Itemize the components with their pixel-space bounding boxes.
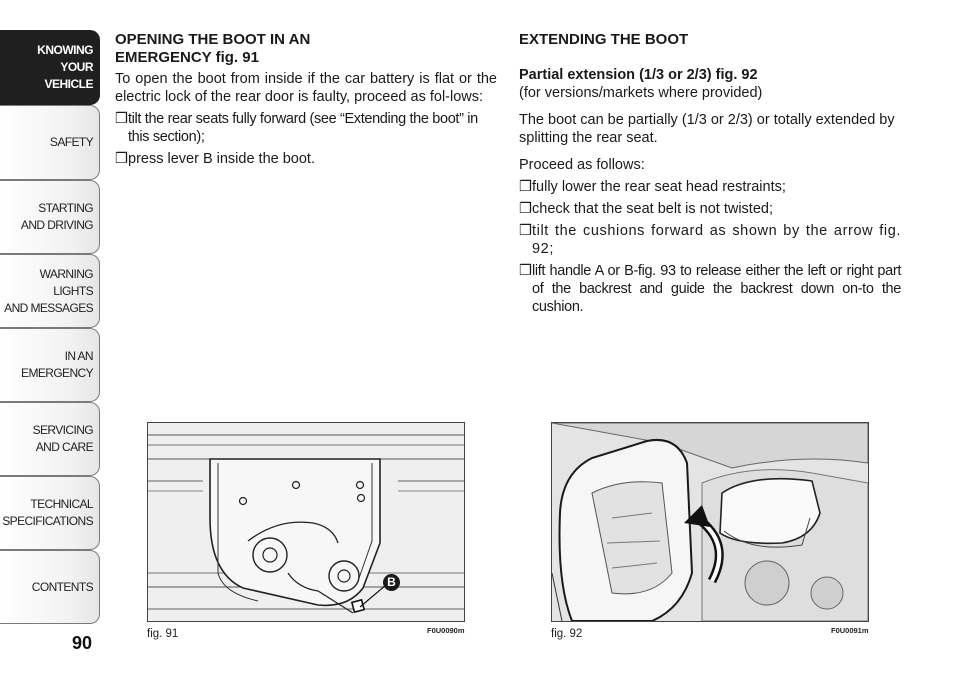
boot-lock-illustration (148, 423, 464, 621)
intro-paragraph: To open the boot from inside if the car … (115, 71, 497, 105)
figure-caption: fig. 91 (147, 628, 179, 640)
bullet-icon: ❒ (519, 201, 532, 217)
figure-boot-lock: B (147, 422, 465, 622)
figure-caption: fig. 92 (551, 628, 583, 640)
callout-b: B (383, 574, 400, 591)
subnote: (for versions/markets where provided) (519, 85, 763, 101)
list-item: ❒lift handle A or B-fig. 93 to release e… (519, 263, 901, 315)
tab-label: IN AN EMERGENCY (21, 349, 94, 380)
list-item: ❒tilt the rear seats fully forward (see … (115, 111, 478, 145)
figure-code: F0U0090m (427, 626, 465, 635)
left-column: OPENING THE BOOT IN AN EMERGENCY fig. 91… (115, 31, 497, 168)
seat-tilt-illustration (552, 423, 868, 621)
tab-contents[interactable]: CONTENTS (0, 550, 100, 624)
tab-label: KNOWING YOUR VEHICLE (37, 43, 93, 91)
section-heading: EXTENDING THE BOOT (519, 31, 689, 48)
figure-code: F0U0091m (831, 626, 869, 635)
bullet-icon: ❒ (115, 111, 128, 127)
tab-warning-lights[interactable]: WARNING LIGHTS AND MESSAGES (0, 254, 100, 328)
list-item: ❒press lever B inside the boot. (115, 151, 315, 167)
list-item: ❒tilt the cushions forward as shown by t… (519, 223, 901, 257)
tab-label: SAFETY (49, 135, 94, 149)
section-heading-cont: EMERGENCY fig. 91 (115, 49, 259, 66)
section-heading: OPENING THE BOOT IN AN (115, 31, 311, 48)
tab-technical-specifications[interactable]: TECHNICAL SPECIFICATIONS (0, 476, 100, 550)
tab-servicing-and-care[interactable]: SERVICING AND CARE (0, 402, 100, 476)
subheading: Partial extension (1/3 or 2/3) fig. 92 (519, 67, 758, 83)
tab-label: TECHNICAL SPECIFICATIONS (2, 497, 93, 528)
list-item: ❒fully lower the rear seat head restrain… (519, 179, 786, 195)
tab-safety[interactable]: SAFETY (0, 105, 100, 180)
tab-label: STARTING AND DRIVING (20, 201, 94, 232)
bullet-icon: ❒ (519, 179, 532, 195)
tab-label: CONTENTS (31, 579, 94, 594)
bullet-icon: ❒ (519, 223, 533, 239)
tab-starting-and-driving[interactable]: STARTING AND DRIVING (0, 180, 100, 254)
page-number: 90 (72, 633, 93, 653)
figure-seat-tilt (551, 422, 869, 622)
tab-in-an-emergency[interactable]: IN AN EMERGENCY (0, 328, 100, 402)
tab-label: WARNING LIGHTS AND MESSAGES (4, 266, 93, 315)
right-column: EXTENDING THE BOOT Partial extension (1/… (519, 31, 901, 316)
paragraph: Proceed as follows: (519, 157, 645, 173)
tab-label: SERVICING AND CARE (32, 423, 94, 454)
list-item: ❒check that the seat belt is not twisted… (519, 201, 773, 217)
bullet-icon: ❒ (519, 263, 532, 279)
tab-knowing-your-vehicle[interactable]: KNOWING YOUR VEHICLE (0, 30, 100, 105)
paragraph: The boot can be partially (1/3 or 2/3) o… (519, 112, 895, 146)
bullet-icon: ❒ (115, 151, 128, 167)
